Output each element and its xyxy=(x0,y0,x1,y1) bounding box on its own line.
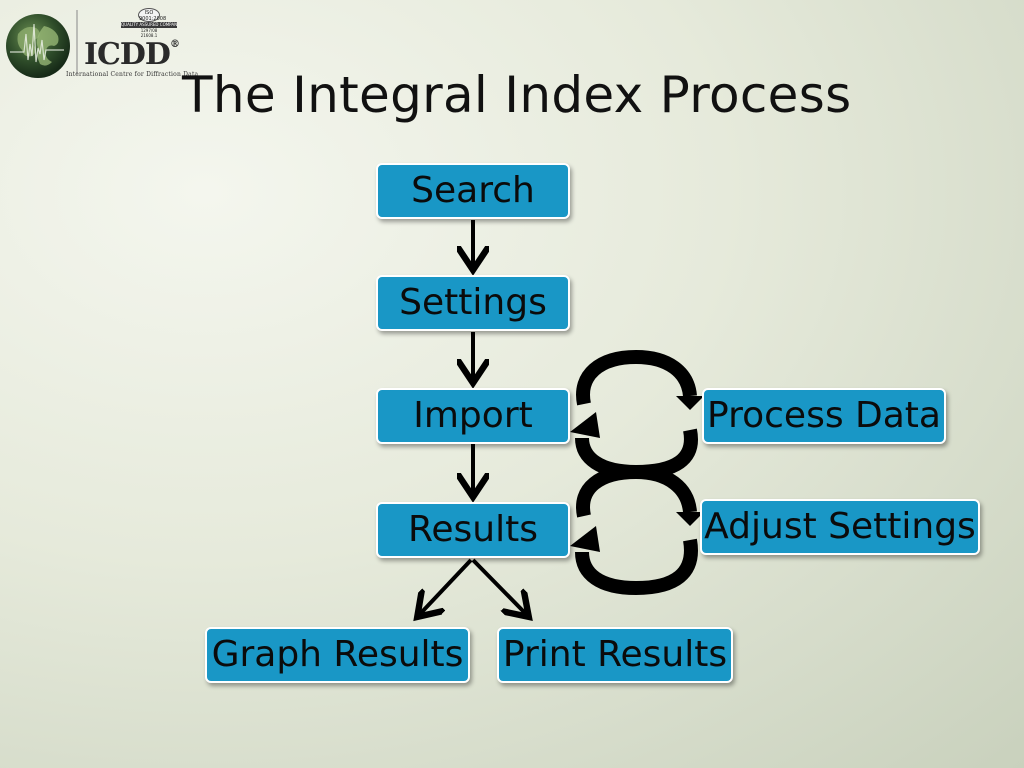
node-graph-results[interactable]: Graph Results xyxy=(205,627,470,683)
node-print-results-label: Print Results xyxy=(502,634,728,675)
node-settings-label: Settings xyxy=(399,282,547,323)
iso-numbers: 1297/08 21608.1 xyxy=(138,28,160,40)
iso-line4: 21608.1 xyxy=(140,33,158,38)
node-settings[interactable]: Settings xyxy=(376,275,570,331)
iso-line1: ISO xyxy=(144,10,154,16)
node-adjust-settings[interactable]: Adjust Settings xyxy=(700,499,980,555)
slide-title: The Integral Index Process xyxy=(182,66,852,124)
globe-icon xyxy=(6,10,78,78)
iso-banner: QUALITY ASSURED COMPANY xyxy=(121,22,177,28)
node-process-data[interactable]: Process Data xyxy=(702,388,946,444)
iso-line2: 9001:2008 xyxy=(139,16,167,22)
icdd-logo: ICDD® International Centre for Diffracti… xyxy=(4,4,198,80)
node-process-data-label: Process Data xyxy=(707,395,941,436)
node-print-results[interactable]: Print Results xyxy=(497,627,733,683)
node-search-label: Search xyxy=(411,170,535,211)
logo-subtitle: International Centre for Diffraction Dat… xyxy=(66,71,199,78)
node-import-label: Import xyxy=(413,395,533,436)
node-results-label: Results xyxy=(408,509,538,550)
arrow-results-to-graph xyxy=(420,558,473,614)
cycle-arrows-process-data xyxy=(570,349,704,480)
iso-line3: 1297/08 xyxy=(140,28,158,33)
arrow-results-to-print xyxy=(471,558,526,614)
node-import[interactable]: Import xyxy=(376,388,570,444)
node-adjust-settings-label: Adjust Settings xyxy=(704,506,976,547)
node-graph-results-label: Graph Results xyxy=(211,634,464,675)
iso-seal: ISO 9001:2008 xyxy=(138,8,167,22)
node-results[interactable]: Results xyxy=(376,502,570,558)
cycle-arrows-adjust-settings xyxy=(570,464,704,596)
node-search[interactable]: Search xyxy=(376,163,570,219)
iso-badge: ISO 9001:2008 QUALITY ASSURED COMPANY 12… xyxy=(121,8,177,40)
logo-wordmark: ICDD® xyxy=(84,37,180,72)
